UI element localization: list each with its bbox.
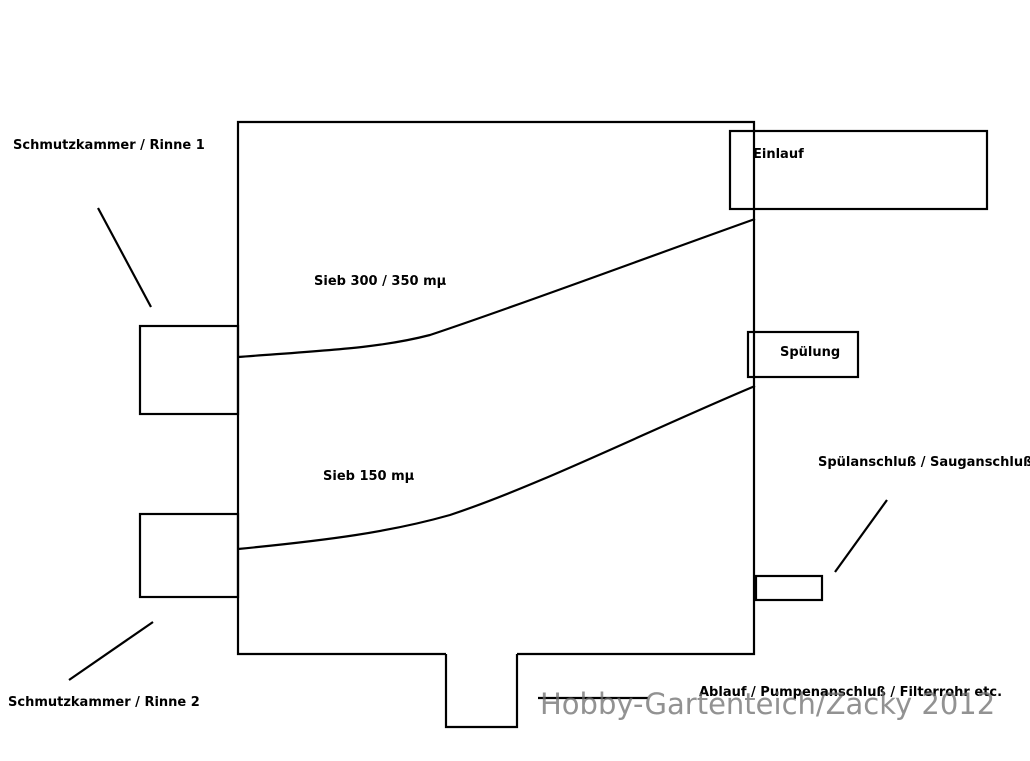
- label-flush: Spülung: [780, 345, 841, 360]
- label-flush-connection: Spülanschluß / Sauganschluß: [818, 455, 1030, 470]
- inlet-box: [728, 129, 989, 211]
- watermark-text: Hobby-Gartenteich/Zacky 2012: [540, 687, 996, 721]
- leader-chamber-2: [68, 621, 154, 681]
- flush-box: [746, 330, 860, 379]
- sieve-bottom-curve: [237, 384, 756, 551]
- label-sieve-top: Sieb 300 / 350 mµ: [314, 274, 447, 289]
- label-sieve-bottom: Sieb 150 mµ: [323, 469, 415, 484]
- sieve-top-curve: [237, 217, 756, 359]
- label-chamber-1: Schmutzkammer / Rinne 1: [13, 138, 205, 153]
- label-inlet: Einlauf: [753, 147, 804, 162]
- filter-body-outline: [236, 120, 756, 656]
- label-outlet: Ablauf / Pumpenanschluß / Filterrohr etc…: [699, 685, 1003, 700]
- leader-flush-connection: [834, 499, 888, 573]
- dirt-chamber-1: [138, 324, 240, 416]
- leader-chamber-1: [97, 207, 152, 308]
- outlet-pipe: [444, 654, 519, 729]
- label-chamber-2: Schmutzkammer / Rinne 2: [8, 695, 200, 710]
- dirt-chamber-2: [138, 512, 240, 599]
- flush-connection-pipe: [754, 574, 824, 602]
